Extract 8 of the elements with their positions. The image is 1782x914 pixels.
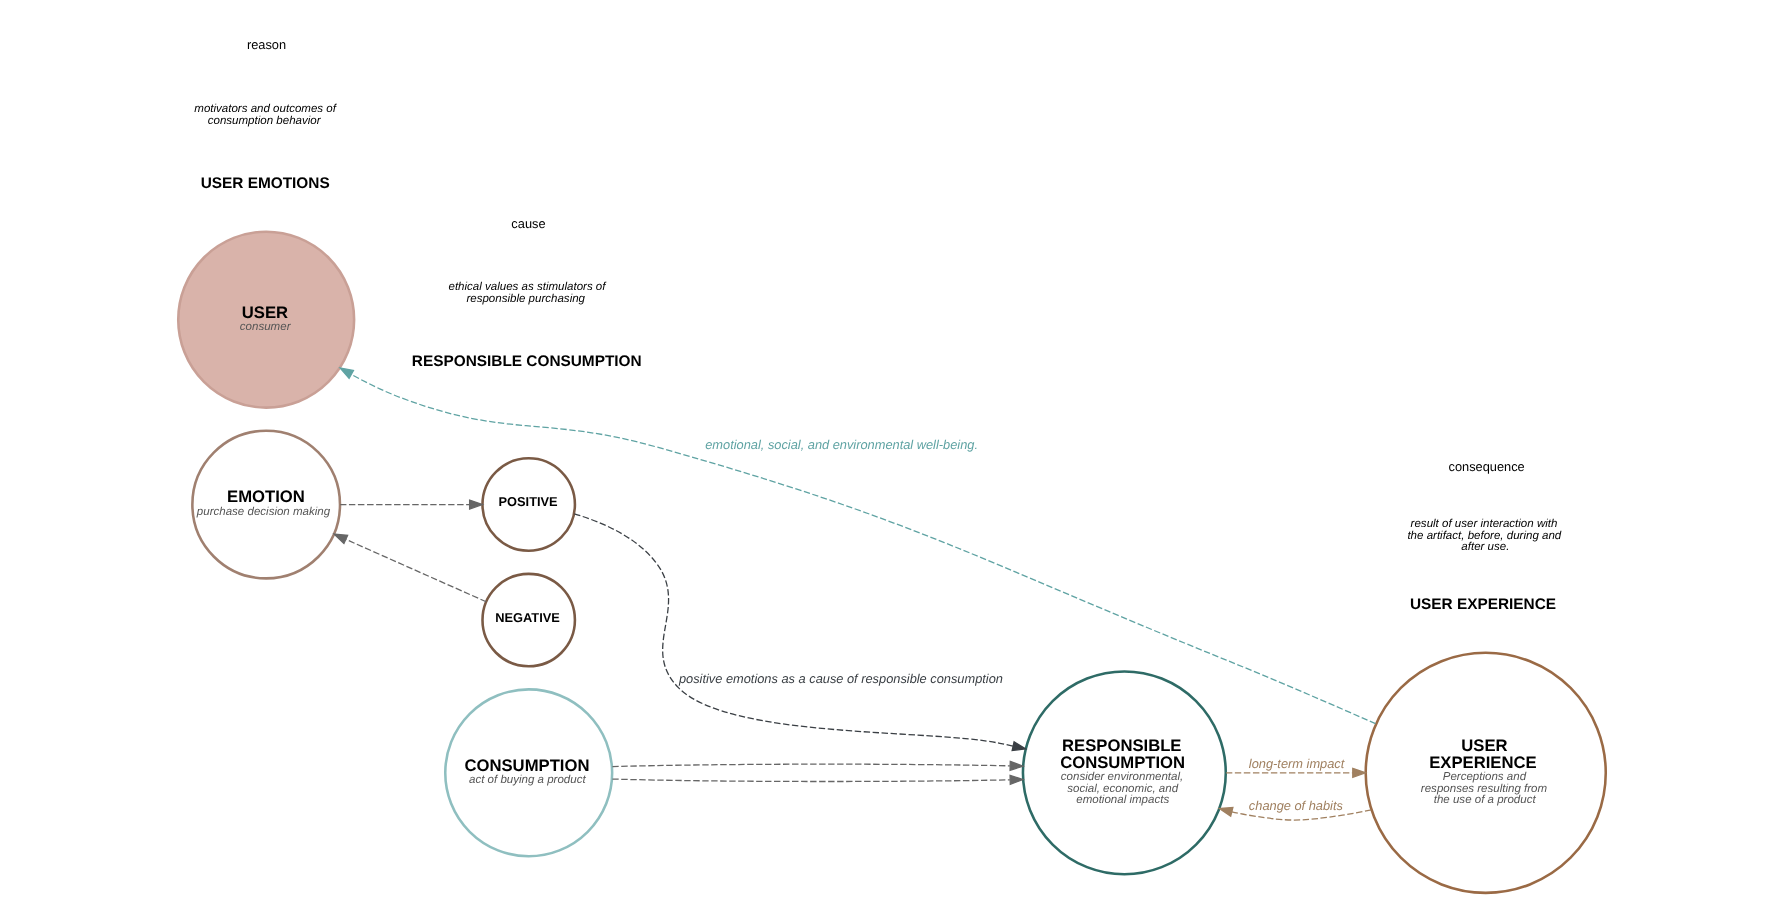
arrow (1216, 805, 1371, 820)
arrow (572, 512, 1027, 751)
arrow (337, 366, 1376, 724)
arrow (610, 773, 1024, 785)
arrow (1224, 766, 1367, 778)
arrow (331, 532, 486, 602)
arrow (338, 498, 484, 509)
arrow (610, 759, 1024, 771)
